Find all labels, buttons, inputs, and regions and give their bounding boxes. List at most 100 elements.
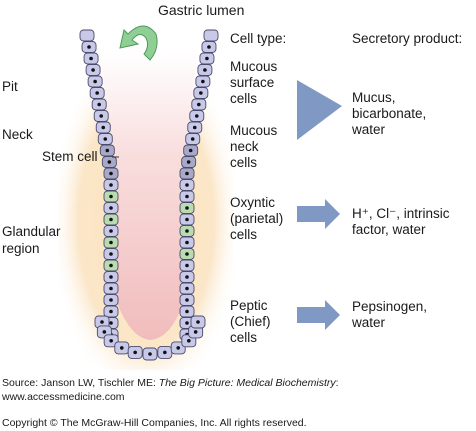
cell-nucleus	[99, 114, 104, 118]
cell-nucleus	[109, 298, 113, 302]
peptic-product-line1: Pepsinogen,	[352, 299, 428, 314]
source-suffix: :	[335, 377, 339, 389]
cell-nucleus	[185, 321, 189, 325]
cell-nucleus	[205, 56, 209, 61]
mucous-neck-cells-line2: neck	[230, 139, 259, 154]
cell-nucleus	[193, 330, 198, 334]
cell-nucleus	[133, 350, 137, 355]
lumen-flow-arrow-icon	[119, 25, 158, 61]
cell-nucleus	[109, 309, 113, 314]
cell-nucleus	[185, 252, 189, 256]
cell-nucleus	[109, 286, 113, 291]
peptic-arrow-icon	[297, 300, 340, 330]
cell-nucleus	[95, 91, 99, 95]
oxyntic-arrow-icon	[297, 199, 340, 229]
oxyntic-product-line1: H⁺, Cl⁻, intrinsic	[352, 206, 450, 221]
cell-nucleus	[201, 79, 205, 84]
cell-nucleus	[185, 240, 189, 245]
cell-nucleus	[109, 275, 113, 279]
cell-nucleus	[185, 183, 189, 187]
cell-nucleus	[91, 68, 95, 72]
cell-nucleus	[109, 229, 113, 233]
cell-nucleus	[185, 309, 189, 314]
cell-nucleus	[197, 102, 201, 107]
neck-label: Neck	[2, 127, 33, 142]
mucus-product-line1: Mucus,	[352, 90, 396, 105]
peptic-product-line2: water	[352, 315, 386, 330]
cell-nucleus	[186, 160, 191, 164]
mucus-arrow-icon	[297, 80, 342, 140]
cell-nucleus	[109, 339, 113, 343]
cell-nucleus	[203, 68, 207, 72]
cell-nucleus	[93, 79, 97, 84]
peptic-cells-line2: (Chief)	[230, 314, 271, 329]
cell-nucleus	[163, 350, 167, 355]
cell-nucleus	[109, 217, 113, 222]
source-book-title: The Big Picture: Medical Biochemistry	[158, 377, 336, 389]
cell-nucleus	[109, 171, 113, 176]
cell-type-header: Cell type:	[230, 31, 287, 46]
cell-nucleus	[109, 263, 113, 268]
cell-nucleus	[87, 45, 91, 49]
mucous-neck-cells-line1: Mucous	[230, 123, 278, 138]
cell-nucleus	[199, 91, 203, 95]
cell-nucleus	[105, 148, 110, 153]
stem-cell-label: Stem cell	[42, 149, 98, 164]
cell-nucleus	[207, 45, 211, 49]
cell-nucleus	[185, 217, 189, 222]
cell-nucleus	[185, 194, 189, 199]
cell-nucleus	[148, 352, 152, 356]
cell-nucleus	[101, 125, 106, 130]
oxyntic-cells-line2: (parietal)	[230, 211, 284, 226]
mucous-neck-cells-line3: cells	[230, 155, 258, 170]
epithelial-cell	[79, 29, 95, 42]
gland-lumen	[100, 52, 198, 340]
cell-nucleus	[103, 137, 108, 141]
oxyntic-cells-line1: Oxyntic	[230, 195, 276, 210]
cell-nucleus	[185, 171, 189, 176]
cell-nucleus	[185, 229, 189, 233]
cell-nucleus	[100, 320, 104, 324]
oxyntic-product-line2: factor, water	[352, 222, 426, 237]
cell-nucleus	[109, 252, 113, 256]
mucus-product-line3: water	[352, 122, 386, 137]
cell-nucleus	[196, 320, 200, 324]
cell-nucleus	[119, 346, 124, 350]
source-citation: Source: Janson LW, Tischler ME: The Big …	[2, 377, 339, 390]
copyright-notice: Copyright © The McGraw-Hill Companies, I…	[2, 417, 307, 429]
cell-nucleus	[109, 240, 113, 245]
cell-nucleus	[192, 125, 197, 130]
source-prefix: Source: Janson LW, Tischler ME:	[2, 377, 159, 389]
cell-nucleus	[194, 114, 199, 118]
gastric-lumen-label: Gastric lumen	[158, 2, 245, 18]
cell-nucleus	[109, 183, 113, 187]
gland-base-epithelium	[94, 315, 206, 361]
mucous-surface-cells-line2: surface	[230, 75, 275, 90]
cell-nucleus	[176, 346, 181, 350]
cell-nucleus	[109, 321, 113, 325]
cell-nucleus	[97, 102, 101, 107]
cell-nucleus	[109, 194, 113, 199]
cell-nucleus	[185, 298, 189, 302]
mucous-surface-cells-line3: cells	[230, 91, 258, 106]
cell-nucleus	[190, 137, 195, 141]
peptic-cells-line1: Peptic	[230, 298, 268, 313]
source-url[interactable]: www.accessmedicine.com	[2, 391, 125, 403]
cell-nucleus	[89, 56, 93, 61]
peptic-cells-line3: cells	[230, 330, 258, 345]
secretory-product-header: Secretory product:	[352, 31, 463, 46]
cell-nucleus	[185, 263, 189, 268]
cell-nucleus	[185, 206, 189, 210]
cell-nucleus	[187, 339, 191, 343]
cell-nucleus	[107, 160, 112, 164]
pit-label: Pit	[2, 79, 18, 94]
mucus-product-line2: bicarbonate,	[352, 106, 427, 121]
cell-nucleus	[109, 206, 113, 210]
epithelial-cell	[203, 29, 219, 42]
cell-nucleus	[102, 330, 107, 334]
cell-nucleus	[185, 286, 189, 291]
glandular-region-label-line1: Glandular	[2, 224, 61, 239]
oxyntic-cells-line3: cells	[230, 227, 258, 242]
